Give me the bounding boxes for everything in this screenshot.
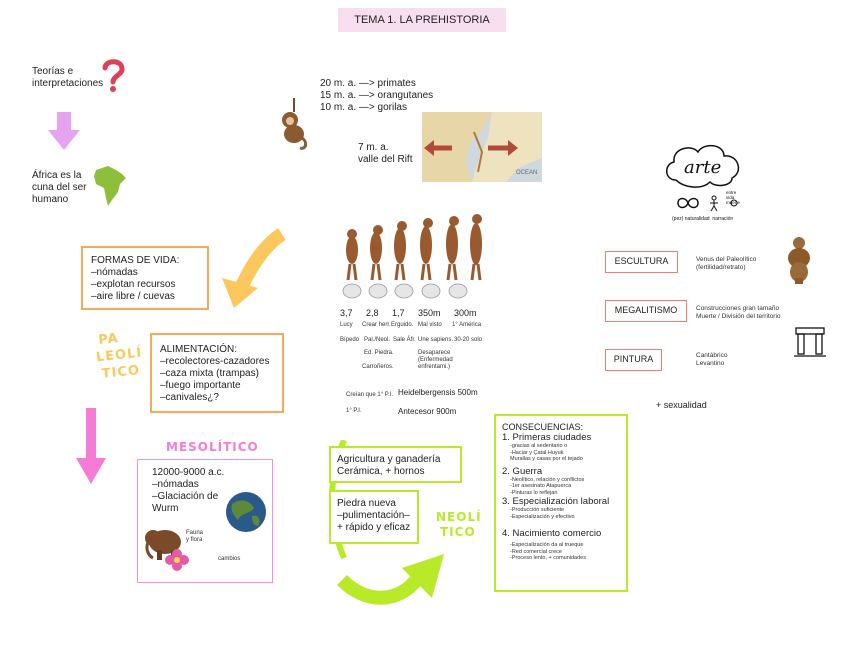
ocean-label: OCEAN <box>516 170 537 176</box>
antecesor-small-text: 1° P.I. <box>346 408 362 415</box>
flower-icon <box>164 548 190 572</box>
globe-icon <box>224 490 268 534</box>
mesolitico-label: MESOLÍTICO <box>166 440 259 454</box>
arte-caption: (pez) naturalidad narración <box>672 216 733 222</box>
human-evolution-image <box>338 210 488 282</box>
africa-text: África es la cuna del ser humano <box>32 170 86 206</box>
arte-word: arte <box>684 157 721 178</box>
fauna-flora-text: Fauna y flora <box>186 530 203 544</box>
megalitismo-box: MEGALITISMO <box>605 300 687 322</box>
ed-piedra-text: Ed. Piedra. <box>364 350 394 357</box>
megalitismo-desc: Construcciones gran tamaño Muerte / Divi… <box>696 305 781 321</box>
curved-arrow-yellow <box>218 228 290 308</box>
skulls-row <box>338 282 488 302</box>
neolitico-label: NEOLÍ TICO <box>436 510 482 540</box>
heidel-text: Heidelbergensis 500m <box>398 388 478 397</box>
arte-small-notes: entre vida muerte <box>726 190 740 205</box>
pintura-desc: Cantábrico Levantino <box>696 352 727 368</box>
rift-map: OCEAN <box>422 112 542 182</box>
antecesor-text: Antecesor 900m <box>398 407 456 416</box>
arrow-down-icon <box>48 112 80 150</box>
africa-map-icon <box>92 164 128 208</box>
escultura-box: ESCULTURA <box>605 251 678 273</box>
pintura-box: PINTURA <box>605 349 662 371</box>
escultura-desc: Venus del Paleolítico (fertilidad/retrat… <box>696 256 756 272</box>
rift-text: 7 m. a. valle del Rift <box>358 142 412 166</box>
question-mark-icon <box>100 58 126 92</box>
timeline-text: 20 m. a. —> primates 15 m. a. —> orangut… <box>320 78 433 114</box>
arte-cloud-icon: arte <box>662 140 746 190</box>
monkey-icon <box>276 98 310 152</box>
heidel-small-text: Creían que 1° P.I. <box>346 392 393 399</box>
carroneros-text: Carroñeros. <box>362 364 394 371</box>
page-title: TEMA 1. LA PREHISTORIA <box>338 8 506 32</box>
agricultura-box: Agricultura y ganadería Cerámica, + horn… <box>329 446 462 483</box>
megalith-icon <box>792 324 828 358</box>
arrow-down-pink-icon <box>76 408 106 484</box>
alimentacion-box: ALIMENTACIÓN: –recolectores-cazadores –c… <box>150 333 284 413</box>
sexualidad-text: + sexualidad <box>656 400 707 410</box>
desaparece-text: Desaparece (Enfermedad enfrentami.) <box>418 350 453 371</box>
theories-text: Teorías e interpretaciones <box>32 66 103 90</box>
formas-de-vida-box: FORMAS DE VIDA: –nómadas –explotan recur… <box>81 246 209 310</box>
venus-figure-icon <box>784 236 814 286</box>
paleolitico-label: PA LEOLÍ TICO <box>93 328 144 384</box>
curved-arrow-green-bottom <box>336 534 450 614</box>
piedra-nueva-box: Piedra nueva –pulimentación– + rápido y … <box>329 490 419 544</box>
cambios-text: cambios <box>218 556 240 563</box>
consecuencias-box: CONSECUENCIAS: 1. Primeras ciudades -gra… <box>494 414 628 592</box>
